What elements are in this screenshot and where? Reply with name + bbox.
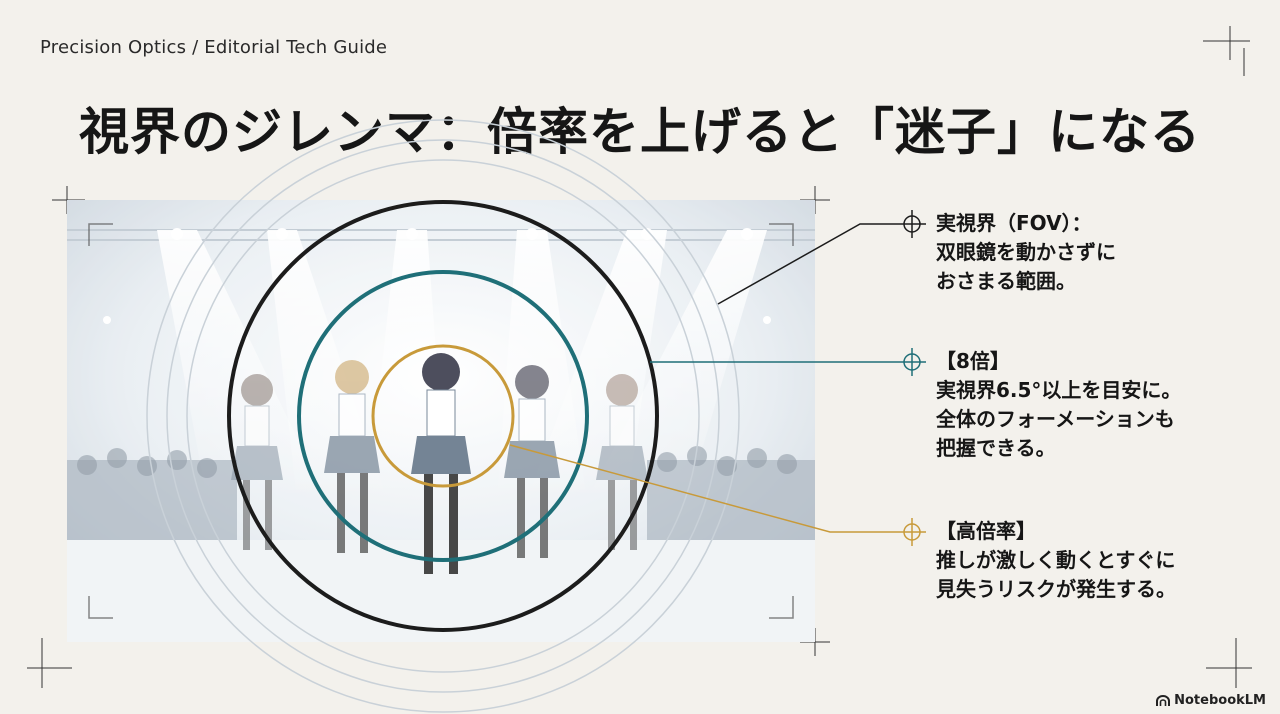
callout-high-mag: 【高倍率】 推しが激しく動くとすぐに 見失うリスクが発生する。 bbox=[936, 517, 1176, 604]
callout-heading: 実視界（FOV）： bbox=[936, 211, 1092, 235]
logo-label: NotebookLM bbox=[1174, 693, 1266, 708]
page-title: 視界のジレンマ：倍率を上げると「迷子」になる bbox=[79, 103, 1201, 161]
crosshair-icon bbox=[898, 348, 926, 376]
notebooklm-logo: NotebookLM bbox=[1156, 693, 1266, 708]
callout-line: 把握できる。 bbox=[936, 436, 1056, 460]
crosshair-icon bbox=[898, 518, 926, 546]
guide-rings bbox=[146, 119, 740, 713]
fov-ring bbox=[227, 200, 659, 632]
callout-line: おさまる範囲。 bbox=[936, 269, 1076, 293]
callout-heading: 【高倍率】 bbox=[936, 519, 1036, 543]
leader-high bbox=[509, 444, 898, 533]
brand-label: Precision Optics / Editorial Tech Guide bbox=[40, 37, 388, 58]
callout-line: 双眼鏡を動かさずに bbox=[936, 240, 1116, 264]
callout-line: 推しが激しく動くとすぐに bbox=[936, 548, 1176, 572]
callout-8x: 【8倍】 実視界6.5°以上を目安に。 全体のフォーメーションも 把握できる。 bbox=[936, 347, 1181, 463]
callout-line: 見失うリスクが発生する。 bbox=[936, 577, 1176, 601]
callout-heading: 【8倍】 bbox=[936, 349, 1010, 373]
callout-line: 全体のフォーメーションも bbox=[936, 407, 1175, 431]
high-mag-ring bbox=[371, 344, 515, 488]
eight-x-ring bbox=[297, 270, 589, 562]
callout-line: 実視界6.5°以上を目安に。 bbox=[936, 378, 1182, 402]
crosshair-icon bbox=[898, 210, 926, 238]
leader-fov bbox=[717, 223, 898, 305]
callout-fov: 実視界（FOV）： 双眼鏡を動かさずに おさまる範囲。 bbox=[936, 209, 1116, 296]
notebooklm-icon bbox=[1156, 694, 1171, 706]
